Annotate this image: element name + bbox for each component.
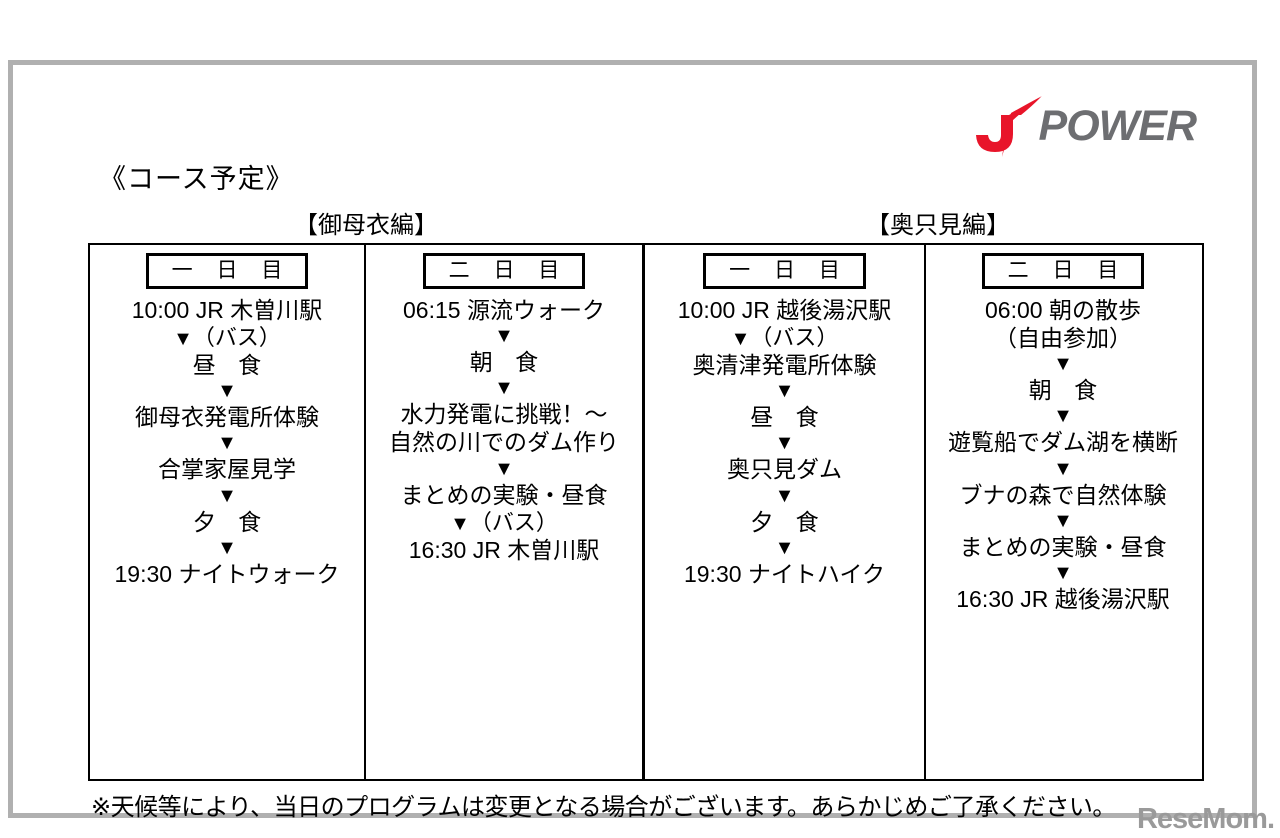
- resemom-watermark: ReseMom.: [1136, 803, 1275, 835]
- flow-arrow: ▼（バス）: [115, 325, 340, 351]
- flow-arrow: ▼: [774, 380, 795, 403]
- arrow-note: （バス）: [750, 325, 839, 351]
- flow-arrow: ▼: [217, 380, 237, 403]
- itinerary-step: 奥清津発電所体験: [692, 352, 877, 379]
- itinerary-step: 10:00 JR 越後湯沢駅: [677, 297, 892, 323]
- itinerary-column-miboro-day1: 一 日 目 10:00 JR 木曽川駅▼（バス）昼 食▼御母衣発電所体験▼合掌家…: [90, 245, 364, 779]
- itinerary-step: 16:30 JR 木曽川駅: [408, 536, 600, 563]
- flow-arrow: ▼: [494, 457, 514, 480]
- logo-wordmark: POWER: [1038, 101, 1197, 150]
- itinerary-step: 昼 食: [750, 404, 827, 431]
- itinerary-step: 朝 食: [1028, 377, 1106, 404]
- day-badge: 二 日 目: [981, 253, 1145, 289]
- itinerary-table: 一 日 目 10:00 JR 木曽川駅▼（バス）昼 食▼御母衣発電所体験▼合掌家…: [88, 243, 1204, 781]
- flow-arrow: ▼: [494, 325, 514, 348]
- itinerary-step: 夕 食: [192, 508, 270, 535]
- itinerary-column-miboro-day2: 二 日 目 06:15 源流ウォーク▼朝 食▼水力発電に挑戦！～自然の川でのダム…: [364, 245, 642, 779]
- itinerary-step: 16:30 JR 越後湯沢駅: [956, 585, 1170, 612]
- itinerary-step: 合掌家屋見学: [157, 456, 296, 483]
- step-list: 10:00 JR 木曽川駅▼（バス）昼 食▼御母衣発電所体験▼合掌家屋見学▼夕 …: [115, 296, 340, 589]
- flow-arrow: ▼（バス）: [678, 325, 891, 351]
- arrow-note: （バス）: [469, 509, 558, 535]
- flow-arrow: ▼: [1053, 405, 1073, 428]
- itinerary-step: 06:00 朝の散歩: [985, 297, 1141, 323]
- section-title-okutadami: 【奥只見編】: [866, 212, 1010, 239]
- itinerary-step: 朝 食: [469, 349, 547, 376]
- footnote-text: ※天候等により、当日のプログラムは変更となる場合がございます。あらかじめご了承く…: [91, 794, 1116, 821]
- page-title: 《コース予定》: [99, 164, 294, 194]
- flow-arrow: ▼: [1053, 561, 1073, 584]
- itinerary-step: 19:30 ナイトハイク: [683, 560, 885, 587]
- itinerary-column-okutadami-day2: 二 日 目 06:00 朝の散歩（自由参加）▼朝 食▼遊覧船でダム湖を横断▼ブナ…: [924, 245, 1200, 779]
- flow-arrow: ▼: [217, 536, 237, 559]
- itinerary-step: 10:00 JR 木曽川駅: [131, 297, 323, 323]
- section-title-miboro: 【御母衣編】: [294, 212, 438, 239]
- arrow-glyph-icon: ▼: [173, 328, 193, 351]
- itinerary-step: （自由参加）: [994, 325, 1132, 352]
- page-frame: POWER 《コース予定》 【御母衣編】 【奥只見編】 一 日 目 10:00 …: [8, 60, 1257, 821]
- day-badge: 二 日 目: [422, 253, 586, 289]
- page-sheet: POWER 《コース予定》 【御母衣編】 【奥只見編】 一 日 目 10:00 …: [13, 65, 1252, 821]
- itinerary-step: 奥只見ダム: [726, 456, 842, 483]
- flow-arrow: ▼: [774, 432, 795, 455]
- j-swoosh-icon: [971, 95, 1045, 157]
- step-list: 06:00 朝の散歩（自由参加）▼朝 食▼遊覧船でダム湖を横断▼ブナの森で自然体…: [948, 296, 1178, 614]
- itinerary-step: ブナの森で自然体験: [959, 481, 1167, 508]
- itinerary-column-okutadami-day1: 一 日 目 10:00 JR 越後湯沢駅▼（バス）奥清津発電所体験▼昼 食▼奥只…: [642, 245, 924, 779]
- itinerary-step: 06:15 源流ウォーク: [403, 297, 605, 323]
- itinerary-step: まとめの実験・昼食: [959, 533, 1167, 560]
- itinerary-step: 夕 食: [750, 508, 827, 535]
- flow-arrow: ▼: [1053, 457, 1073, 480]
- flow-arrow: ▼（バス）: [389, 510, 619, 536]
- day-badge: 一 日 目: [145, 253, 309, 289]
- flow-arrow: ▼: [217, 432, 237, 455]
- itinerary-step: 昼 食: [192, 352, 270, 379]
- flow-arrow: ▼: [774, 484, 795, 507]
- step-list: 06:15 源流ウォーク▼朝 食▼水力発電に挑戦！～自然の川でのダム作り▼まとめ…: [389, 296, 619, 565]
- flow-arrow: ▼: [1053, 509, 1073, 532]
- jpower-logo: POWER: [971, 95, 1197, 157]
- itinerary-step: 遊覧船でダム湖を横断: [948, 429, 1178, 456]
- flow-arrow: ▼: [217, 484, 237, 507]
- arrow-glyph-icon: ▼: [730, 328, 751, 351]
- flow-arrow: ▼: [494, 377, 514, 400]
- flow-arrow: ▼: [774, 536, 795, 559]
- arrow-note: （バス）: [192, 325, 281, 351]
- itinerary-step: 自然の川でのダム作り: [389, 429, 619, 456]
- step-list: 10:00 JR 越後湯沢駅▼（バス）奥清津発電所体験▼昼 食▼奥只見ダム▼夕 …: [678, 296, 891, 589]
- itinerary-step: 御母衣発電所体験: [134, 404, 319, 431]
- itinerary-step: まとめの実験・昼食: [400, 481, 608, 508]
- itinerary-step: 水力発電に挑戦！～: [400, 401, 608, 428]
- flow-arrow: ▼: [1053, 353, 1073, 376]
- arrow-glyph-icon: ▼: [450, 512, 470, 535]
- itinerary-step: 19:30 ナイトウォーク: [114, 560, 340, 587]
- day-badge: 一 日 目: [703, 253, 866, 289]
